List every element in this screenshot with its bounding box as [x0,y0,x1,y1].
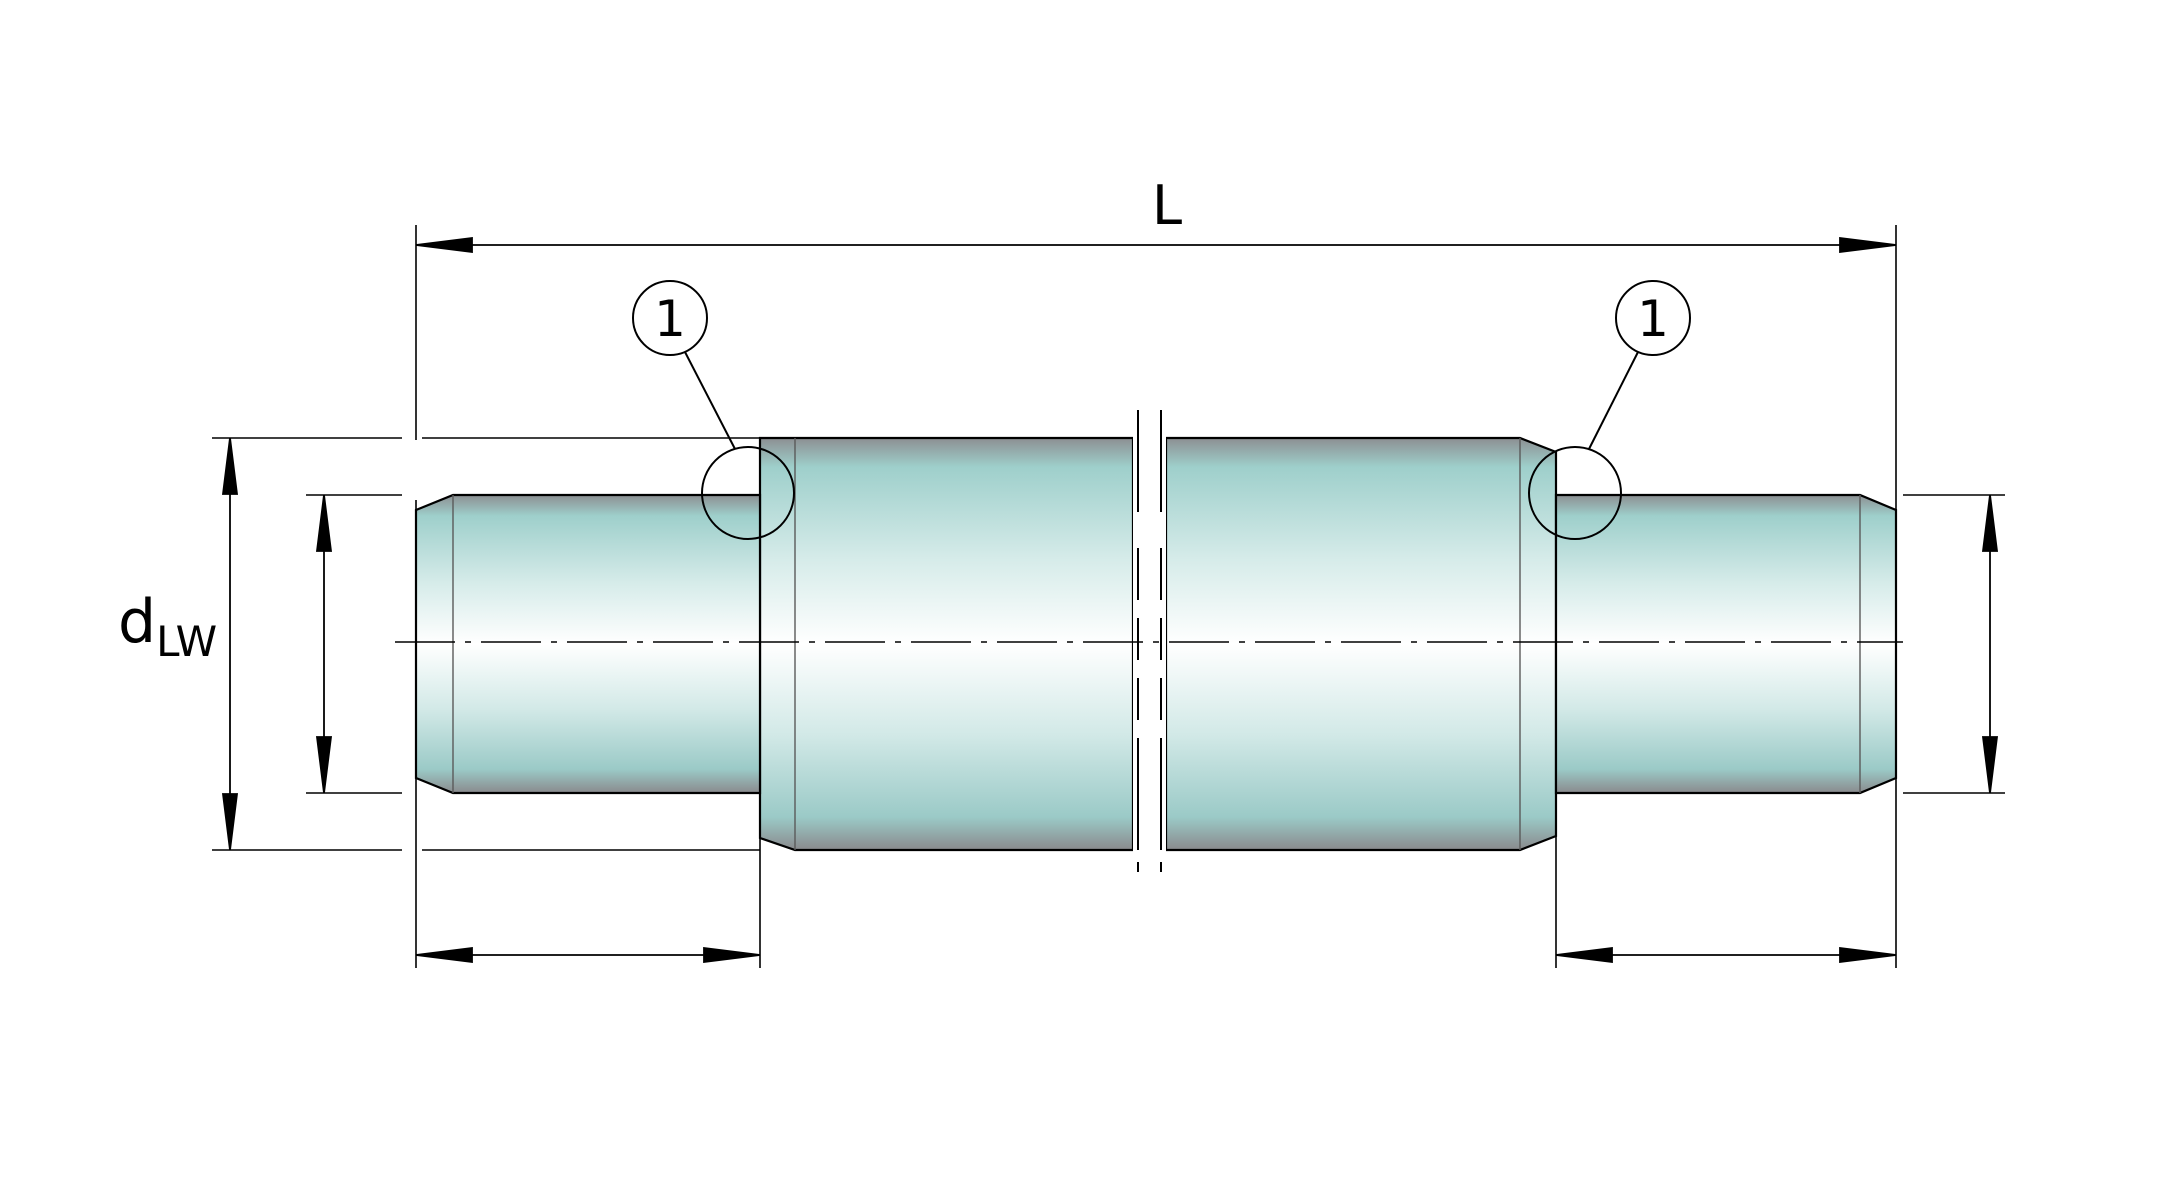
break-lines [1137,410,1162,872]
extension-lines [212,225,2005,968]
chamfer-lines [452,438,1861,850]
length-label: L [1152,174,1182,237]
diameter-label-subscript: LW [156,617,217,666]
left-journal [414,493,762,795]
dimension-lines [221,236,1999,964]
center-section-right [1164,436,1558,852]
detail-circle-left [701,446,795,540]
center-section-left [758,436,1135,852]
callout-bubble-left [632,280,708,356]
callout-number-left: 1 [654,290,686,348]
callout-left [632,280,795,540]
right-journal [1554,493,1898,795]
diameter-label-main: d [118,587,156,657]
callout-number-right: 1 [1637,290,1669,348]
callout-bubble-right [1615,280,1691,356]
callout-right [1528,280,1691,540]
diameter-label: dLW [118,587,217,666]
detail-circle-right [1528,446,1622,540]
shaft [414,436,1898,852]
